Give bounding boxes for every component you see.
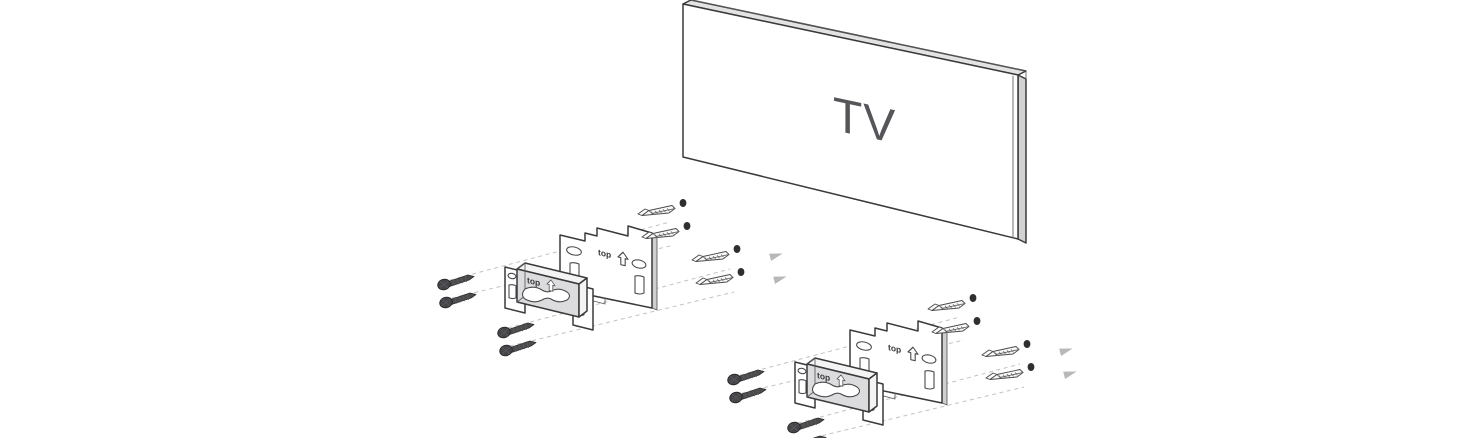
tv-panel: TV [682,0,1027,244]
